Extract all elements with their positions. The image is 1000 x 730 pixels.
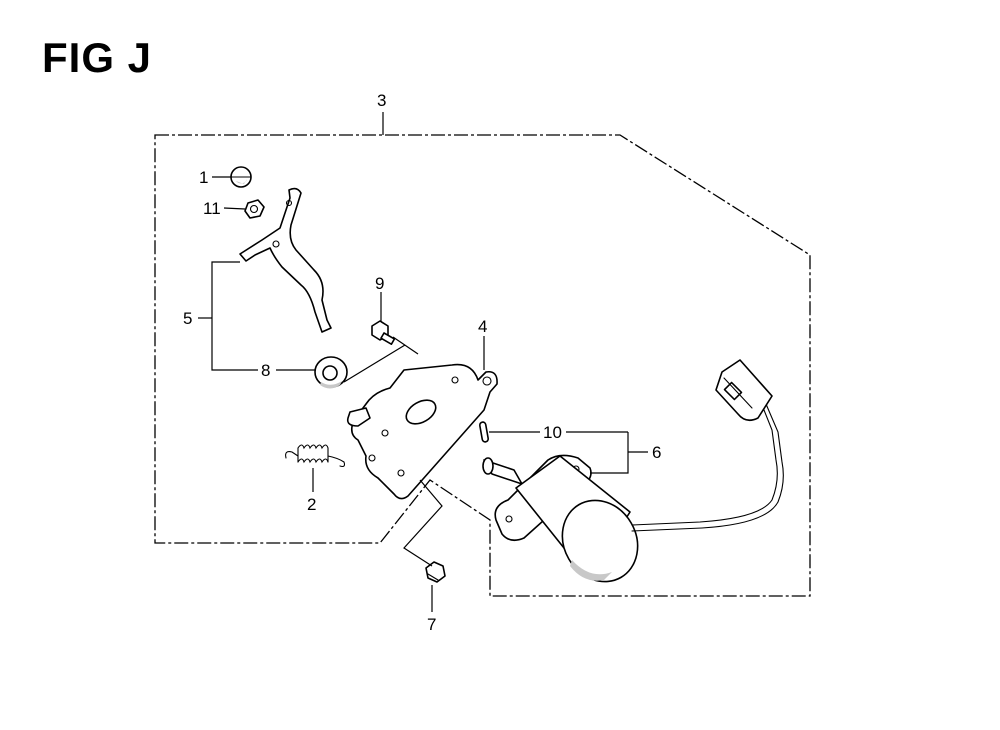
part-4-bracket[interactable] bbox=[346, 363, 498, 500]
callout-1: 1 bbox=[199, 168, 208, 187]
part-9-bolt[interactable] bbox=[371, 320, 396, 345]
part-1-cap[interactable] bbox=[230, 166, 252, 188]
figure-title: FIG J bbox=[42, 34, 153, 81]
leader-lines bbox=[198, 112, 648, 612]
assembly-boundary bbox=[154, 134, 811, 597]
part-7-bolt[interactable] bbox=[425, 561, 446, 583]
part-8-bushing[interactable] bbox=[314, 356, 348, 389]
part-5-lever[interactable] bbox=[239, 187, 332, 333]
callout-10: 10 bbox=[543, 423, 562, 442]
part-2-spring[interactable] bbox=[285, 444, 346, 468]
part-10-pin[interactable] bbox=[478, 421, 490, 443]
callout-9: 9 bbox=[375, 274, 384, 293]
callout-8: 8 bbox=[261, 361, 270, 380]
callout-4: 4 bbox=[478, 317, 487, 336]
part-6-solenoid[interactable] bbox=[482, 359, 784, 595]
callout-7: 7 bbox=[427, 615, 436, 634]
callout-11: 11 bbox=[203, 199, 221, 218]
callout-3: 3 bbox=[377, 91, 386, 110]
callout-6: 6 bbox=[652, 443, 661, 462]
callout-2: 2 bbox=[307, 495, 316, 514]
callout-5: 5 bbox=[183, 309, 192, 328]
part-11-nut[interactable] bbox=[244, 199, 265, 219]
